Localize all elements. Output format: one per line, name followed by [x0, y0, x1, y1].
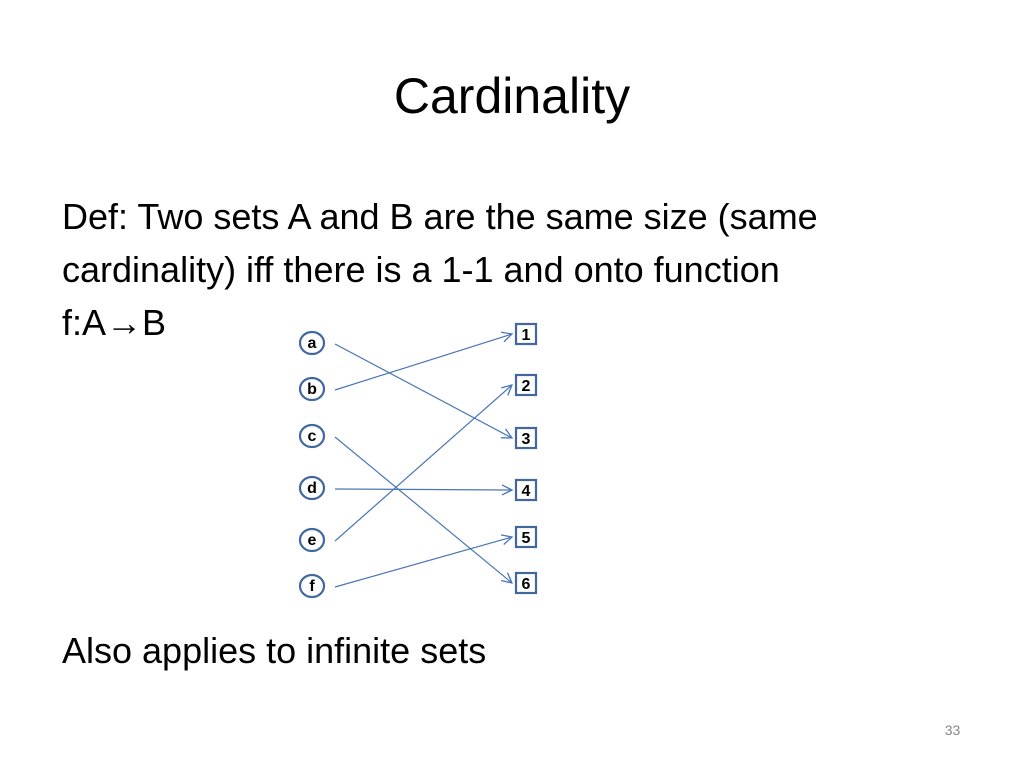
domain-label: d [307, 480, 317, 497]
domain-node-c: c [298, 423, 326, 449]
codomain-node-2: 2 [514, 373, 538, 397]
codomain-label: 4 [522, 483, 531, 500]
codomain-node-3: 3 [514, 426, 538, 450]
domain-node-f: f [298, 573, 326, 599]
mapping-arrows [334, 334, 512, 588]
codomain-label: 5 [522, 530, 531, 547]
codomain-label: 2 [522, 378, 531, 395]
codomain-label: 6 [522, 576, 531, 593]
domain-label: b [307, 381, 317, 398]
infinite-sets-note: Also applies to infinite sets [62, 630, 487, 671]
definition-line: cardinality) iff there is a 1-1 and onto… [62, 249, 780, 290]
arrow-e-to-2 [334, 385, 512, 542]
codomain-node-6: 6 [514, 571, 538, 595]
domain-node-d: d [298, 475, 326, 501]
domain-label: c [308, 428, 317, 445]
slide-title: Cardinality [393, 68, 631, 124]
domain-node-b: b [298, 376, 326, 402]
arrow-a-to-3 [334, 343, 512, 438]
domain-label: f [309, 578, 315, 595]
definition-line: f:A→B [62, 302, 167, 343]
definition-line: Def: Two sets A and B are the same size … [62, 196, 818, 237]
codomain-label: 3 [522, 431, 531, 448]
codomain-node-5: 5 [514, 525, 538, 549]
codomain-node-4: 4 [514, 478, 538, 502]
definition-text: Def: Two sets A and B are the same size … [62, 190, 962, 349]
page-number: 33 [944, 722, 961, 738]
arrow-d-to-4 [334, 489, 512, 490]
domain-label: e [308, 532, 317, 549]
arrow-c-to-6 [334, 436, 512, 583]
arrow-f-to-5 [334, 537, 512, 588]
domain-node-e: e [298, 527, 326, 553]
